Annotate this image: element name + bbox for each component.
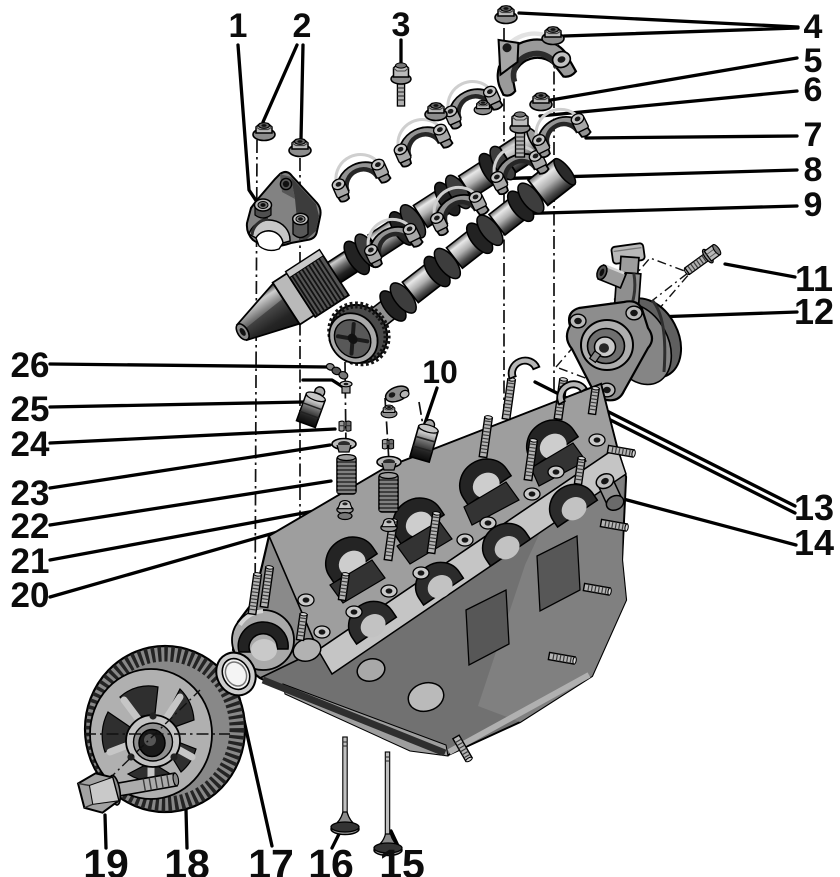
svg-text:5: 5 bbox=[804, 42, 823, 80]
svg-text:1: 1 bbox=[229, 7, 248, 45]
svg-text:26: 26 bbox=[11, 346, 50, 385]
svg-text:8: 8 bbox=[804, 151, 823, 189]
svg-text:19: 19 bbox=[83, 841, 129, 877]
svg-text:13: 13 bbox=[794, 487, 834, 528]
svg-text:14: 14 bbox=[794, 522, 834, 563]
svg-text:21: 21 bbox=[11, 542, 50, 581]
svg-text:11: 11 bbox=[795, 258, 833, 299]
svg-text:6: 6 bbox=[804, 71, 823, 109]
svg-text:22: 22 bbox=[11, 507, 50, 546]
svg-text:9: 9 bbox=[804, 186, 823, 224]
svg-text:20: 20 bbox=[11, 576, 50, 615]
svg-text:10: 10 bbox=[422, 354, 458, 390]
svg-text:16: 16 bbox=[308, 841, 354, 877]
svg-text:12: 12 bbox=[794, 291, 834, 332]
svg-text:24: 24 bbox=[11, 425, 50, 464]
svg-text:3: 3 bbox=[392, 6, 411, 44]
svg-text:23: 23 bbox=[11, 474, 50, 513]
svg-text:2: 2 bbox=[293, 7, 312, 45]
svg-text:4: 4 bbox=[804, 8, 823, 46]
svg-text:25: 25 bbox=[11, 390, 50, 429]
svg-text:15: 15 bbox=[379, 841, 425, 877]
svg-text:7: 7 bbox=[804, 116, 823, 154]
svg-text:18: 18 bbox=[164, 841, 210, 877]
svg-text:17: 17 bbox=[248, 841, 294, 877]
